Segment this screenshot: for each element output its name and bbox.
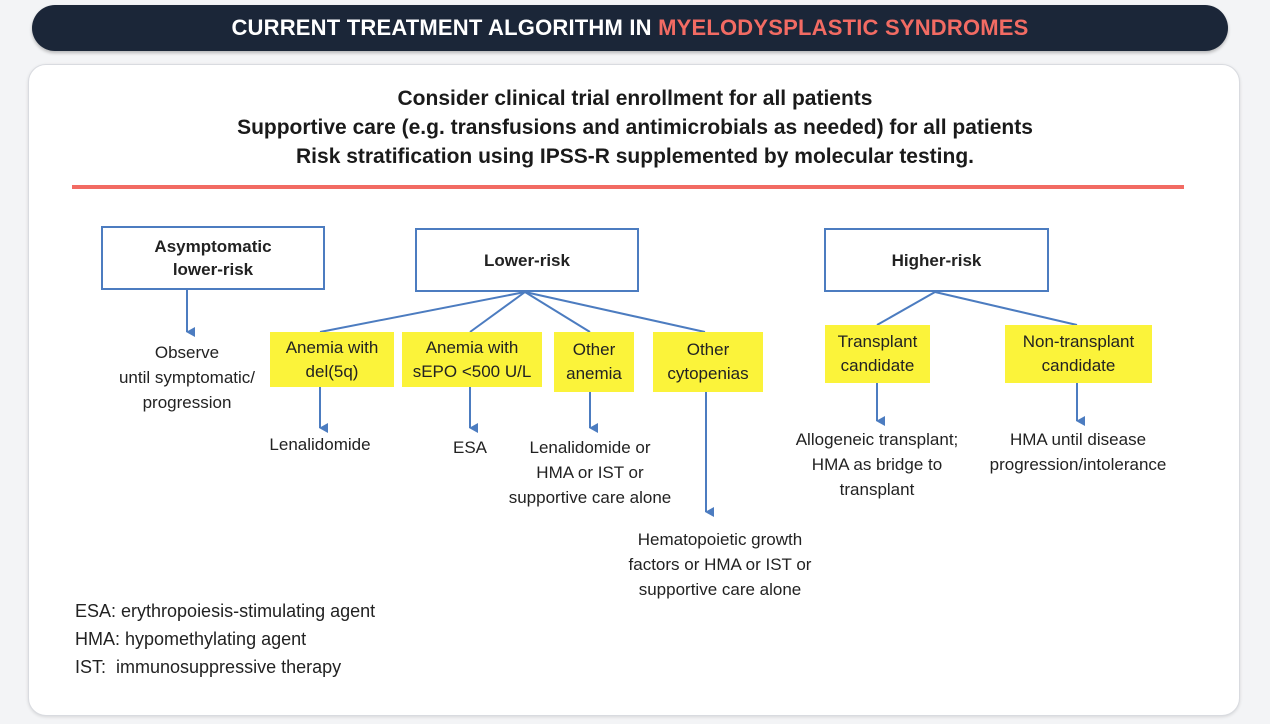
intro-line-risk: Risk stratification using IPSS-R supplem… xyxy=(296,145,974,168)
category-other-cytopenias: Other cytopenias xyxy=(653,332,763,392)
title-highlight: MYELODYSPLASTIC SYNDROMES xyxy=(658,15,1029,40)
intro-line-supportive: Supportive care (e.g. transfusions and a… xyxy=(237,116,1033,139)
category-other-anemia: Other anemia xyxy=(554,332,634,392)
title-bar: CURRENT TREATMENT ALGORITHM IN MYELODYSP… xyxy=(32,5,1228,51)
outcome-observe: Observe until symptomatic/ progression xyxy=(118,343,256,412)
category-anemia-sepo: Anemia with sEPO <500 U/L xyxy=(402,332,542,387)
box-lower-risk: Lower-risk xyxy=(415,228,639,292)
outcome-other-anemia: Lenalidomide or HMA or IST or supportive… xyxy=(508,438,672,507)
line-lower-sepo xyxy=(469,291,526,333)
legend-hma: HMA: hypomethylating agent xyxy=(75,629,307,649)
line-lower-del5q xyxy=(319,291,526,333)
box-asymptomatic-lower-risk: Asymptomatic lower-risk xyxy=(101,226,325,290)
outcome-other-cytopenias: Hematopoietic growth factors or HMA or I… xyxy=(628,530,812,599)
box-higher-risk: Higher-risk xyxy=(824,228,1049,292)
legend-esa: ESA: erythropoiesis-stimulating agent xyxy=(75,601,376,621)
outcome-lenalidomide: Lenalidomide xyxy=(269,435,371,454)
abbreviation-legend: ESA: erythropoiesis-stimulating agent HM… xyxy=(75,597,375,681)
line-lower-other-cytopenias xyxy=(524,291,706,333)
title-prefix: CURRENT TREATMENT ALGORITHM IN xyxy=(231,15,659,40)
content-card xyxy=(28,64,1240,716)
line-lower-other-anemia xyxy=(524,291,591,333)
intro-line-trial: Consider clinical trial enrollment for a… xyxy=(397,87,873,110)
category-anemia-del5q: Anemia with del(5q) xyxy=(270,332,394,387)
divider-rule xyxy=(72,185,1184,189)
line-higher-non-transplant xyxy=(934,291,1078,326)
category-non-transplant-candidate: Non-transplant candidate xyxy=(1005,325,1152,383)
category-transplant-candidate: Transplant candidate xyxy=(825,325,930,383)
outcome-non-transplant: HMA until disease progression/intoleranc… xyxy=(989,430,1167,474)
legend-ist: IST: immunosuppressive therapy xyxy=(75,657,342,677)
outcome-esa: ESA xyxy=(452,438,488,457)
outcome-transplant: Allogeneic transplant; HMA as bridge to … xyxy=(795,430,959,499)
line-higher-transplant xyxy=(876,291,936,326)
